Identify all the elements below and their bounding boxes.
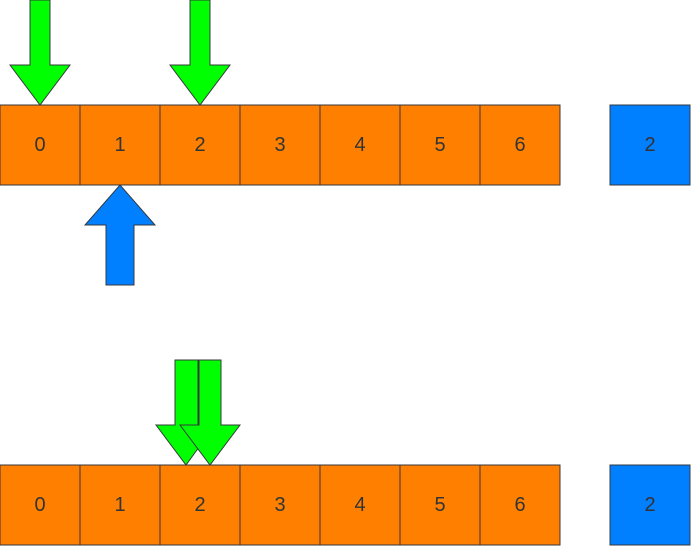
cell-label: 5	[434, 134, 445, 156]
cell-label: 3	[274, 134, 285, 156]
array-cell: 6	[479, 104, 561, 186]
array-cell: 3	[239, 104, 321, 186]
array-cell: 2	[159, 104, 241, 186]
cell-label: 1	[114, 494, 125, 516]
cell-label: 2	[194, 494, 205, 516]
cell-label: 6	[514, 134, 525, 156]
array-cell: 4	[319, 104, 401, 186]
cell-label: 5	[434, 494, 445, 516]
array-cell: 6	[479, 464, 561, 546]
blue-up-arrow	[83, 184, 157, 286]
array-cell: 4	[319, 464, 401, 546]
array-cell: 1	[79, 104, 161, 186]
green-down-arrow	[179, 359, 241, 466]
array-cell: 2	[159, 464, 241, 546]
array-row-1: 0 1 2 3 4 5 6 2	[0, 0, 691, 286]
value-box-label: 2	[644, 494, 655, 516]
cell-label: 3	[274, 494, 285, 516]
green-down-arrow	[9, 0, 71, 106]
value-box: 2	[609, 464, 691, 546]
array-cell: 3	[239, 464, 321, 546]
cell-label: 2	[194, 134, 205, 156]
cell-label: 1	[114, 134, 125, 156]
cell-label: 0	[34, 134, 45, 156]
value-box: 2	[609, 104, 691, 186]
cell-label: 0	[34, 494, 45, 516]
array-cell: 0	[0, 464, 81, 546]
array-cell: 1	[79, 464, 161, 546]
array-cell: 5	[399, 464, 481, 546]
cell-label: 4	[354, 134, 365, 156]
cell-label: 4	[354, 494, 365, 516]
array-row-2: 0 1 2 3 4 5 6 2	[0, 359, 691, 546]
array-cell: 0	[0, 104, 81, 186]
array-cell: 5	[399, 104, 481, 186]
value-box-label: 2	[644, 134, 655, 156]
green-down-arrow	[169, 0, 231, 106]
cell-label: 6	[514, 494, 525, 516]
